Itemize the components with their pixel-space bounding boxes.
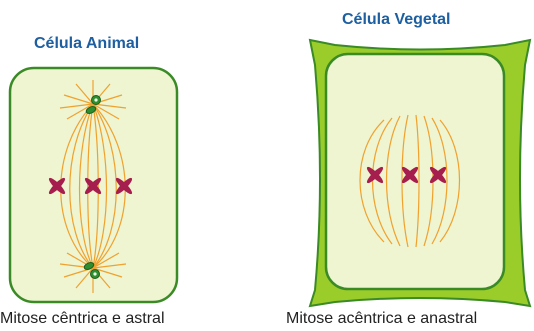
plant-cell-caption: Mitose acêntrica e anastral [286, 310, 477, 328]
animal-cell-caption: Mitose cêntrica e astral [0, 310, 165, 328]
plant-cell [310, 40, 530, 306]
animal-cell [10, 68, 177, 302]
